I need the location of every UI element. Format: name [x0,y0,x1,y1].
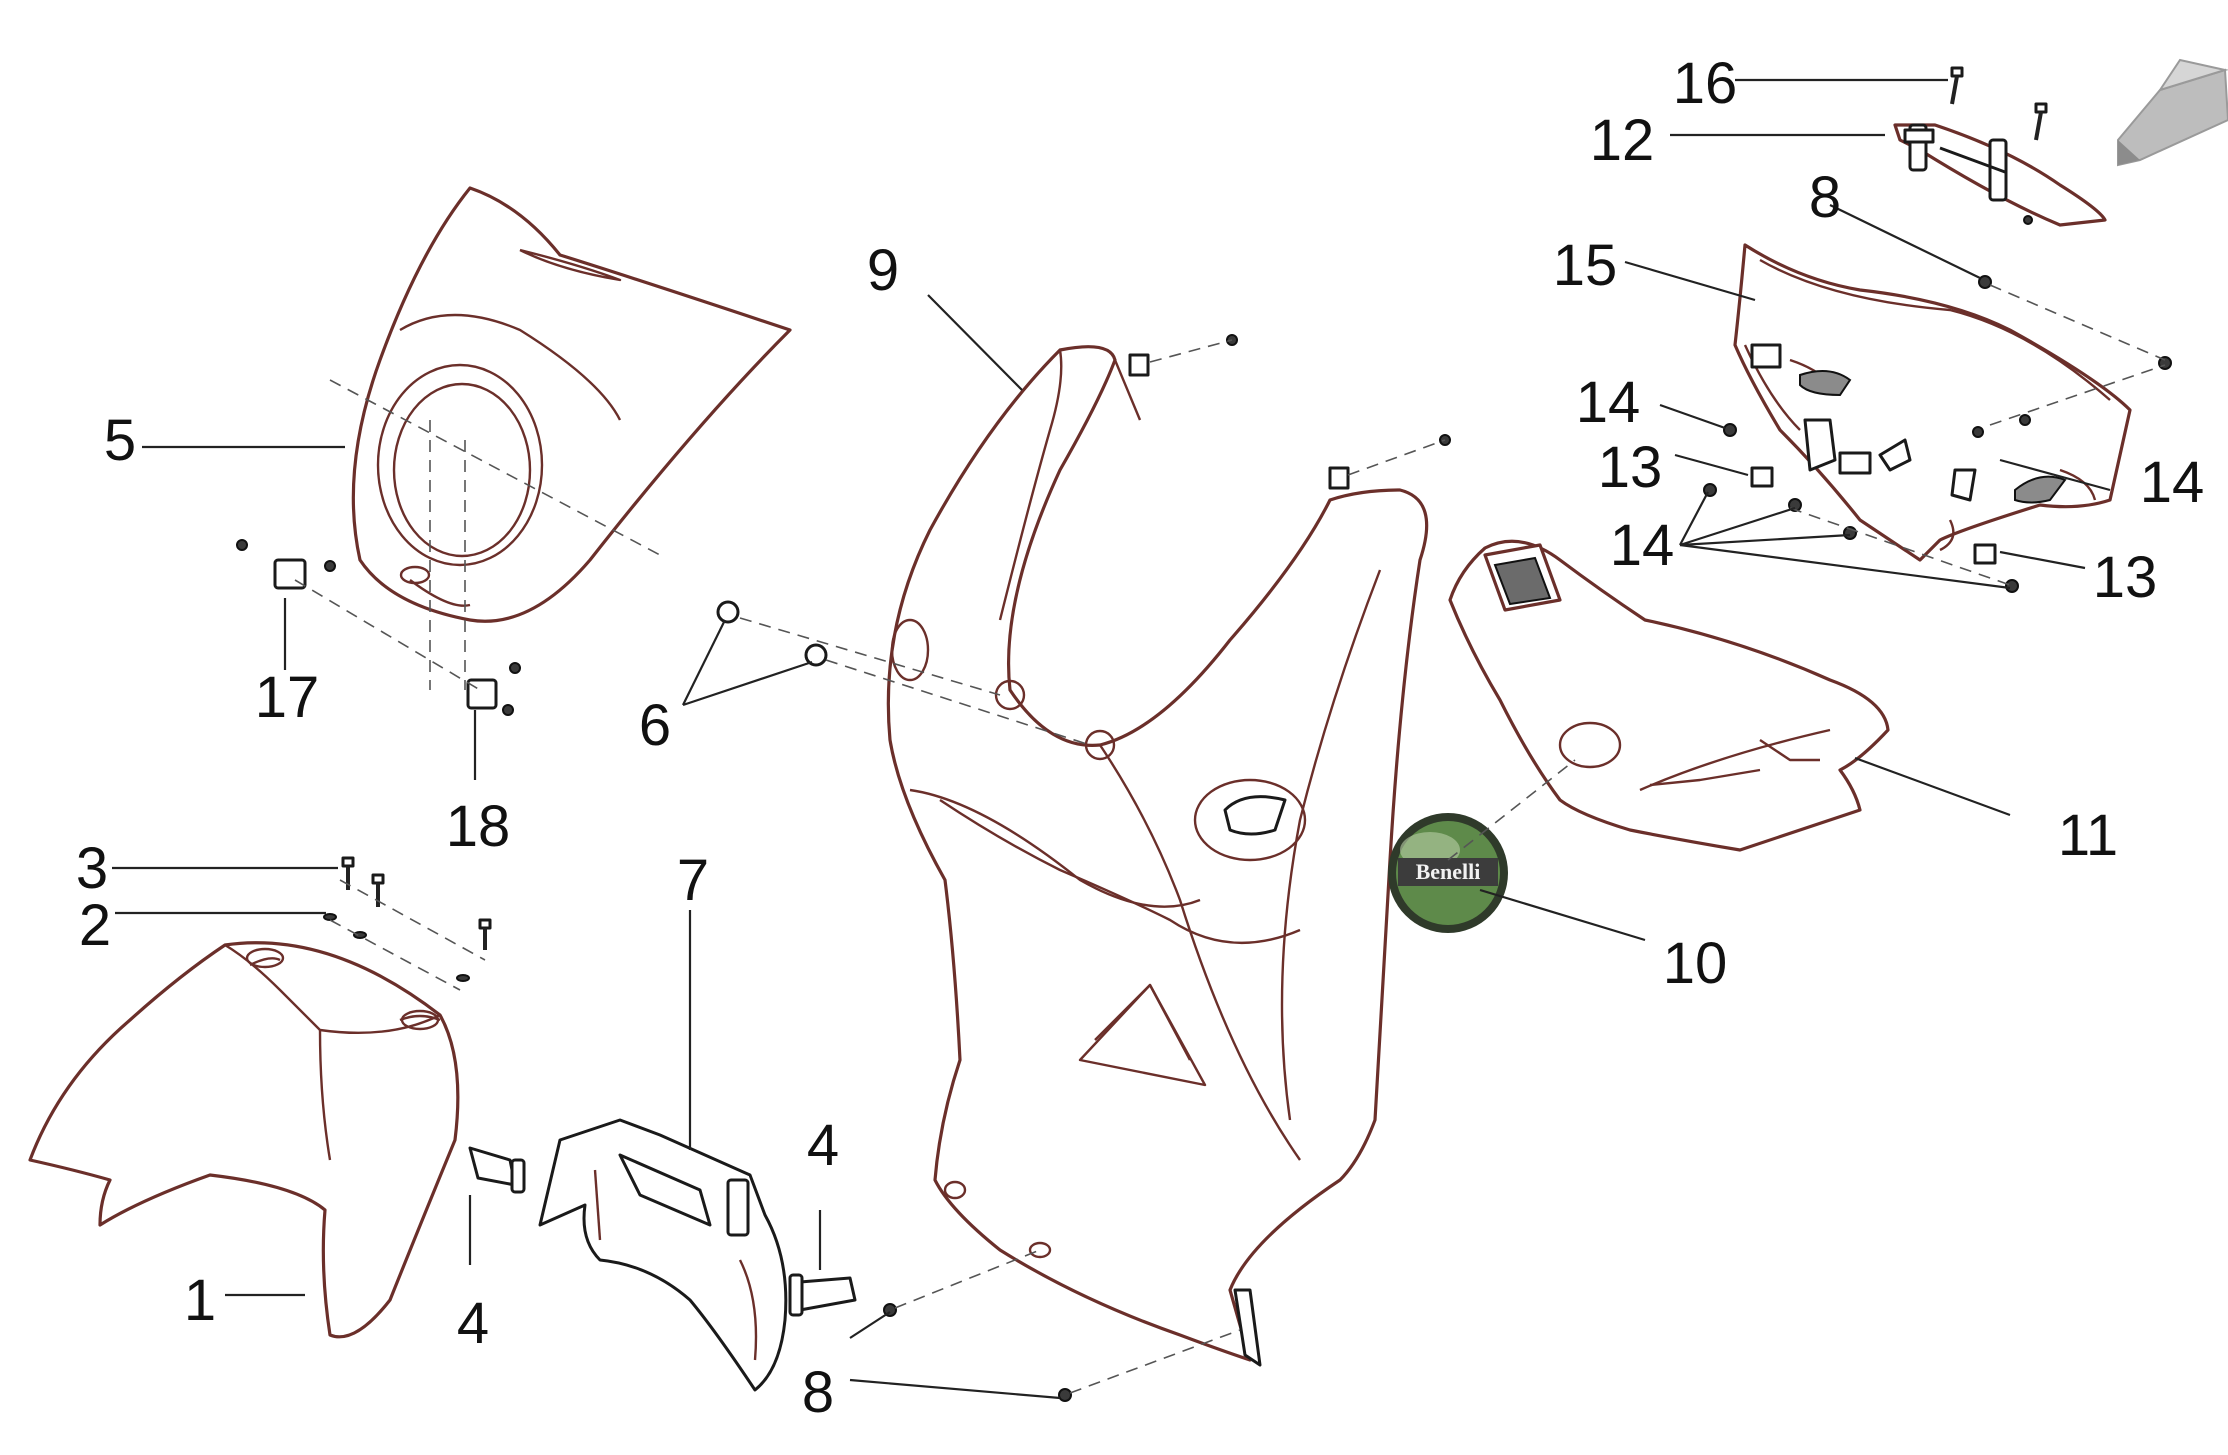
leader-lines [112,78,2111,1400]
part-6-nuts [716,600,828,667]
part-16-screws [1950,66,2048,141]
part-8-screws-upper [1972,275,2172,438]
callout-2: 2 [79,893,111,958]
callout-13a: 13 [1598,435,1663,500]
part-7-inner-bracket [538,1118,788,1392]
part-8-screws-lower [883,1303,1072,1402]
callout-18: 18 [446,794,511,859]
part-9-leg-shield [886,334,1451,1367]
part-18-clip [466,662,521,716]
callout-8-lower: 8 [802,1360,834,1425]
callout-16: 16 [1673,51,1738,116]
part-12-top-trim [1893,123,2107,227]
callout-4a: 4 [457,1291,489,1356]
part-15-handlebar-front [1733,243,2132,562]
part-11-handlebar-cover [1448,539,1890,852]
callout-11: 11 [2058,803,2118,868]
callout-15: 15 [1553,233,1618,298]
callout-10: 10 [1663,931,1728,996]
part-17-clip [236,539,336,590]
callout-14c: 14 [1610,513,1675,578]
callout-12: 12 [1590,108,1655,173]
callout-4b: 4 [807,1113,839,1178]
direction-arrow-icon [2117,58,2228,167]
callout-9: 9 [867,238,899,303]
part-5-headlight-cowl [351,186,792,623]
callout-8-upper: 8 [1809,165,1841,230]
callout-17: 17 [255,665,320,730]
part-13-clips [1750,466,1997,565]
callout-5: 5 [104,408,136,473]
callout-14a: 14 [1576,370,1641,435]
callout-13b: 13 [2093,545,2158,610]
part-10-benelli-badge: Benelli [1388,813,1508,933]
callout-labels: 1 2 3 4 4 5 6 7 8 8 9 10 11 12 13 13 14 … [76,51,2204,1425]
part-4-rivet-right [788,1273,857,1317]
part-1-front-fender [28,941,460,1339]
callout-1: 1 [184,1268,216,1333]
part-4-rivet-left [468,1146,526,1194]
callout-7: 7 [677,848,709,913]
badge-text: Benelli [1416,859,1481,884]
callout-6: 6 [639,693,671,758]
callout-3: 3 [76,836,108,901]
part-3-screws [341,856,492,950]
callout-14b: 14 [2140,450,2205,515]
